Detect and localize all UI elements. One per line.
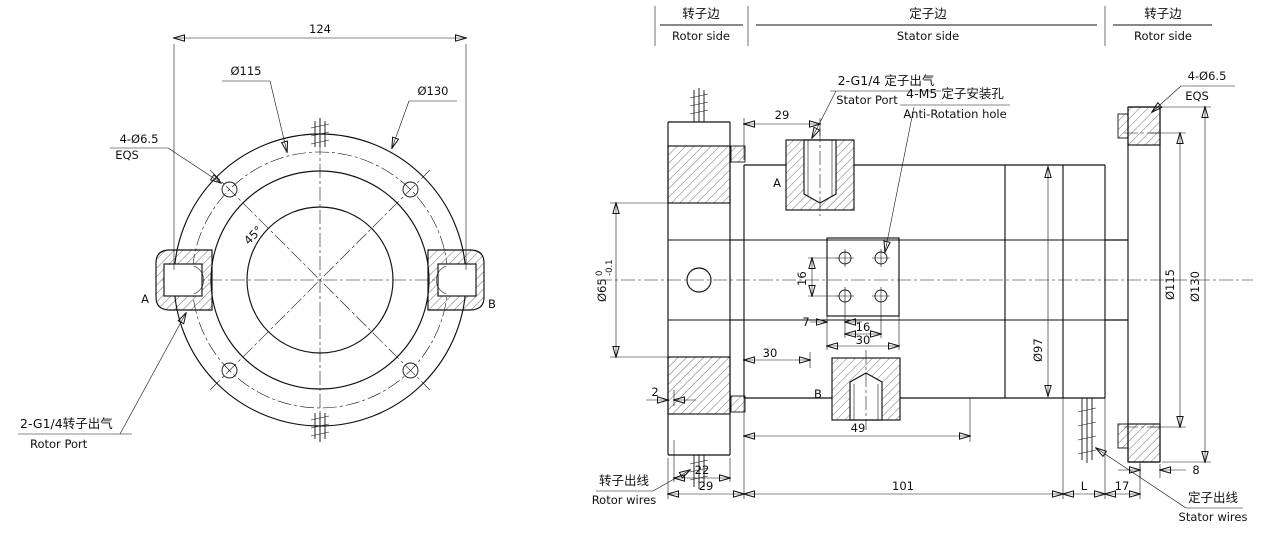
dim-pattern-offset: 30 <box>744 346 810 368</box>
rotor-port-callout: 2-G1/4转子出气 Rotor Port <box>18 313 186 451</box>
header-rotor-right-cn: 转子边 <box>1144 6 1182 21</box>
dim-17-label: 17 <box>1115 479 1130 493</box>
anti-rotation-callout: 4-M5 定子安装孔 Anti-Rotation hole <box>885 86 1010 252</box>
dim-hole-edge: 7 <box>802 305 862 338</box>
rotor-wires-callout: 转子出线 Rotor wires <box>592 470 690 507</box>
port-b-label: B <box>488 297 496 311</box>
stator-port-b <box>831 350 901 430</box>
port-b-slot <box>437 263 477 297</box>
port-a-label: A <box>141 292 149 306</box>
stator-wires-symbol <box>1077 398 1097 463</box>
flange-holes-line2: EQS <box>1185 89 1209 103</box>
dim-wire-exit: 22 <box>674 440 730 482</box>
stator-port-a <box>785 128 855 216</box>
dim-30-width-label: 30 <box>856 333 871 347</box>
dim-hole-cols: 16 <box>845 305 881 338</box>
rotor-bore-circle <box>686 267 712 293</box>
dim-130-side-label: Ø130 <box>1188 271 1202 302</box>
front-view: 124 Ø115 Ø130 4-Ø6.5 EQS 45° A B 2 <box>18 22 496 451</box>
dim-bolt-circle-front: Ø115 <box>222 64 287 152</box>
left-rotor-flange <box>667 121 746 456</box>
dim-29-bottom-label: 29 <box>699 479 714 493</box>
dim-pattern-width: 30 <box>827 316 899 350</box>
flange-holes-callout: 4-Ø6.5 EQS <box>1152 69 1235 112</box>
stator-port-label-en: Stator Port <box>836 93 898 107</box>
dim-29-top-label: 29 <box>775 108 790 122</box>
dim-bore-tol-hi: 0 <box>595 271 605 276</box>
bore-circle <box>246 206 394 354</box>
anti-rotation-label-en: Anti-Rotation hole <box>903 107 1006 121</box>
dim-step: 2 <box>646 385 696 406</box>
dim-124-label: 124 <box>309 22 331 36</box>
flange-screw-top <box>1117 113 1129 139</box>
header-rotor-left-cn: 转子边 <box>682 6 720 21</box>
header-stator-cn: 定子边 <box>909 6 947 21</box>
header-stator-en: Stator side <box>897 29 959 43</box>
stator-wires-label-en: Stator wires <box>1179 510 1248 524</box>
section-b-label: B <box>814 387 822 401</box>
header-rotor-right-en: Rotor side <box>1134 29 1192 43</box>
port-a-slot <box>163 263 203 297</box>
flange-holes-line1: 4-Ø6.5 <box>1188 69 1227 83</box>
dim-bottom-chain: 29 101 L 17 <box>668 398 1140 499</box>
dim-hole-rows: 16 <box>795 258 838 296</box>
rotor-stud-top <box>730 145 746 163</box>
bolt-circle-dia-label: Ø115 <box>230 64 261 78</box>
dim-overall-width: 124 <box>174 22 466 270</box>
port-b-boss <box>427 249 485 311</box>
dim-49-label: 49 <box>851 421 866 435</box>
rotor-wires-label-cn: 转子出线 <box>599 473 650 488</box>
flange-screw-bottom <box>1117 423 1129 449</box>
dim-101-label: 101 <box>892 479 914 493</box>
dim-L-label: L <box>1081 479 1088 493</box>
dim-2-label: 2 <box>651 385 658 399</box>
header-rotor-left-en: Rotor side <box>672 29 730 43</box>
holes-note-line1: 4-Ø6.5 <box>120 132 159 146</box>
angle-label: 45° <box>241 223 265 247</box>
outer-dia-label: Ø130 <box>417 84 448 98</box>
mounting-hole-pattern <box>826 237 900 317</box>
front-centerlines <box>162 118 478 442</box>
side-headers: 转子边 Rotor side 定子边 Stator side 转子边 Rotor… <box>654 6 1212 46</box>
dim-flange-dia-side: Ø130 <box>1162 107 1211 462</box>
dim-30-offset-label: 30 <box>763 346 778 360</box>
mounting-hole <box>836 249 890 305</box>
side-view: 转子边 Rotor side 定子边 Stator side 转子边 Rotor… <box>592 6 1253 524</box>
holes-note-line2: EQS <box>115 148 139 162</box>
dim-outer-dia-front: Ø130 <box>392 84 457 148</box>
dim-body-dia: Ø97 <box>1031 167 1048 396</box>
dim-97-label: Ø97 <box>1031 338 1045 362</box>
anti-rotation-label-cn: 4-M5 定子安装孔 <box>906 86 1004 101</box>
angle-label-group: 45° <box>241 223 265 247</box>
dim-bore-label: Ø65 <box>595 278 609 302</box>
dim-8-label: 8 <box>1192 463 1199 477</box>
stator-wires-callout: 定子出线 Stator wires <box>1096 448 1247 524</box>
dim-7-label: 7 <box>802 315 809 329</box>
rotor-wires-top <box>689 88 709 122</box>
dim-22-label: 22 <box>695 463 710 477</box>
section-a-label: A <box>773 176 781 190</box>
stator-wires-label-cn: 定子出线 <box>1188 490 1239 505</box>
dim-bore: Ø65 0 -0.1 <box>595 203 668 357</box>
dim-16-cols-label: 16 <box>856 320 871 334</box>
stud-symbol-top <box>310 118 330 147</box>
rotor-stud-bottom <box>730 395 746 413</box>
dim-16-rows-label: 16 <box>795 271 809 286</box>
dim-bolt-circle-side: Ø115 <box>1150 133 1186 427</box>
holes-note-front: 4-Ø6.5 EQS <box>110 132 221 183</box>
rotor-port-label-cn: 2-G1/4转子出气 <box>20 416 113 431</box>
stator-port-callout: 2-G1/4 定子出气 Stator Port <box>812 73 941 138</box>
bolt-holes <box>221 181 419 379</box>
stator-port-label-cn: 2-G1/4 定子出气 <box>838 73 935 88</box>
rotor-wires-label-en: Rotor wires <box>592 493 657 507</box>
dim-115-side-label: Ø115 <box>1163 269 1177 300</box>
port-a-boss <box>155 249 213 311</box>
right-rotor-flange <box>1117 106 1164 463</box>
dim-bore-tol-lo: -0.1 <box>605 259 615 276</box>
dim-port-b-span: 49 <box>744 398 970 442</box>
rotor-port-label-en: Rotor Port <box>30 437 88 451</box>
stud-symbol-bottom <box>310 413 330 442</box>
